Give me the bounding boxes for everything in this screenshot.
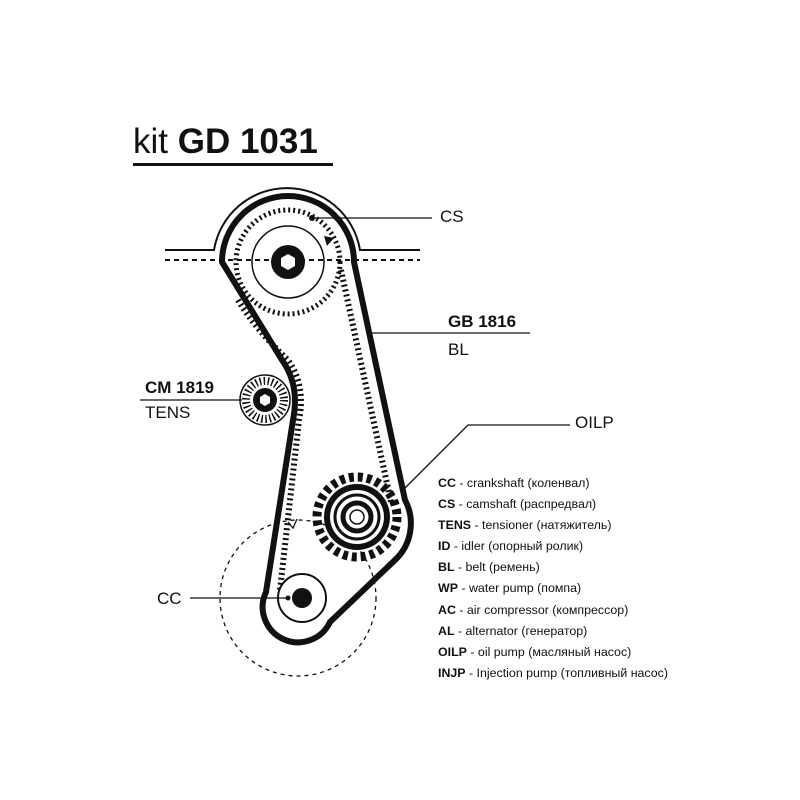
legend-abbr: INJP xyxy=(438,665,466,680)
legend-desc: - alternator (генератор) xyxy=(454,623,588,638)
legend-abbr: WP xyxy=(438,581,458,596)
label-cs: CS xyxy=(440,207,464,226)
legend-item: ID - idler (опорный ролик) xyxy=(438,536,668,557)
kit-title: kit GD 1031 xyxy=(133,122,318,162)
legend-abbr: CC xyxy=(438,476,456,490)
crankshaft-pulley xyxy=(277,518,327,623)
legend-desc: - idler (опорный ролик) xyxy=(450,539,584,554)
legend-abbr: AL xyxy=(438,623,455,638)
label-belt: BL xyxy=(448,340,469,359)
kit-code: GD 1031 xyxy=(177,122,318,161)
oil-pump-pulley xyxy=(312,472,402,562)
legend-desc: - Injection pump (топливный насос) xyxy=(465,665,668,680)
kit-prefix: kit xyxy=(133,122,168,161)
legend-abbr: ID xyxy=(438,539,451,554)
tensioner-pulley xyxy=(239,374,291,426)
legend-item: CC - crankshaft (коленвал) xyxy=(438,473,668,494)
leader-lines xyxy=(140,217,570,599)
legend-abbr: BL xyxy=(438,560,455,575)
label-crankshaft: CC xyxy=(157,589,182,608)
camshaft-pulley xyxy=(233,207,343,317)
label-tensioner: TENS xyxy=(145,403,191,422)
legend-abbr: OILP xyxy=(438,644,467,659)
legend-desc: - water pump (помпа) xyxy=(457,581,582,596)
label-tensioner-part: CM 1819 xyxy=(145,378,214,397)
legend-abbr: CS xyxy=(438,497,456,512)
legend-item: AL - alternator (генератор) xyxy=(438,621,668,642)
legend-abbr: TENS xyxy=(438,518,472,533)
legend-item: AC - air compressor (компрессор) xyxy=(438,600,668,621)
legend-item: TENS - tensioner (натяжитель) xyxy=(438,515,668,536)
legend-item: INJP - Injection pump (топливный насос) xyxy=(438,663,668,684)
legend-item: OILP - oil pump (масляный насос) xyxy=(438,642,668,663)
legend-desc: - oil pump (масляный насос) xyxy=(466,644,632,659)
legend-desc: - camshaft (распредвал) xyxy=(455,497,597,512)
legend-item: WP - water pump (помпа) xyxy=(438,578,668,599)
legend-desc: - crankshaft (коленвал) xyxy=(455,476,590,490)
legend-desc: - air compressor (компрессор) xyxy=(455,602,629,617)
timing-belt xyxy=(219,193,414,646)
legend-desc: - belt (ремень) xyxy=(454,560,540,575)
legend: CC - crankshaft (коленвал)CS - camshaft … xyxy=(438,473,668,684)
legend-desc: - tensioner (натяжитель) xyxy=(471,518,612,533)
label-oil-pump: OILP xyxy=(575,413,614,432)
legend-abbr: AC xyxy=(438,602,456,617)
label-belt-part: GB 1816 xyxy=(448,312,517,331)
legend-item: CS - camshaft (распредвал) xyxy=(438,494,668,515)
title-underline xyxy=(133,163,333,166)
legend-item: BL - belt (ремень) xyxy=(438,557,668,578)
crankshaft-sweep-circle xyxy=(219,519,377,677)
